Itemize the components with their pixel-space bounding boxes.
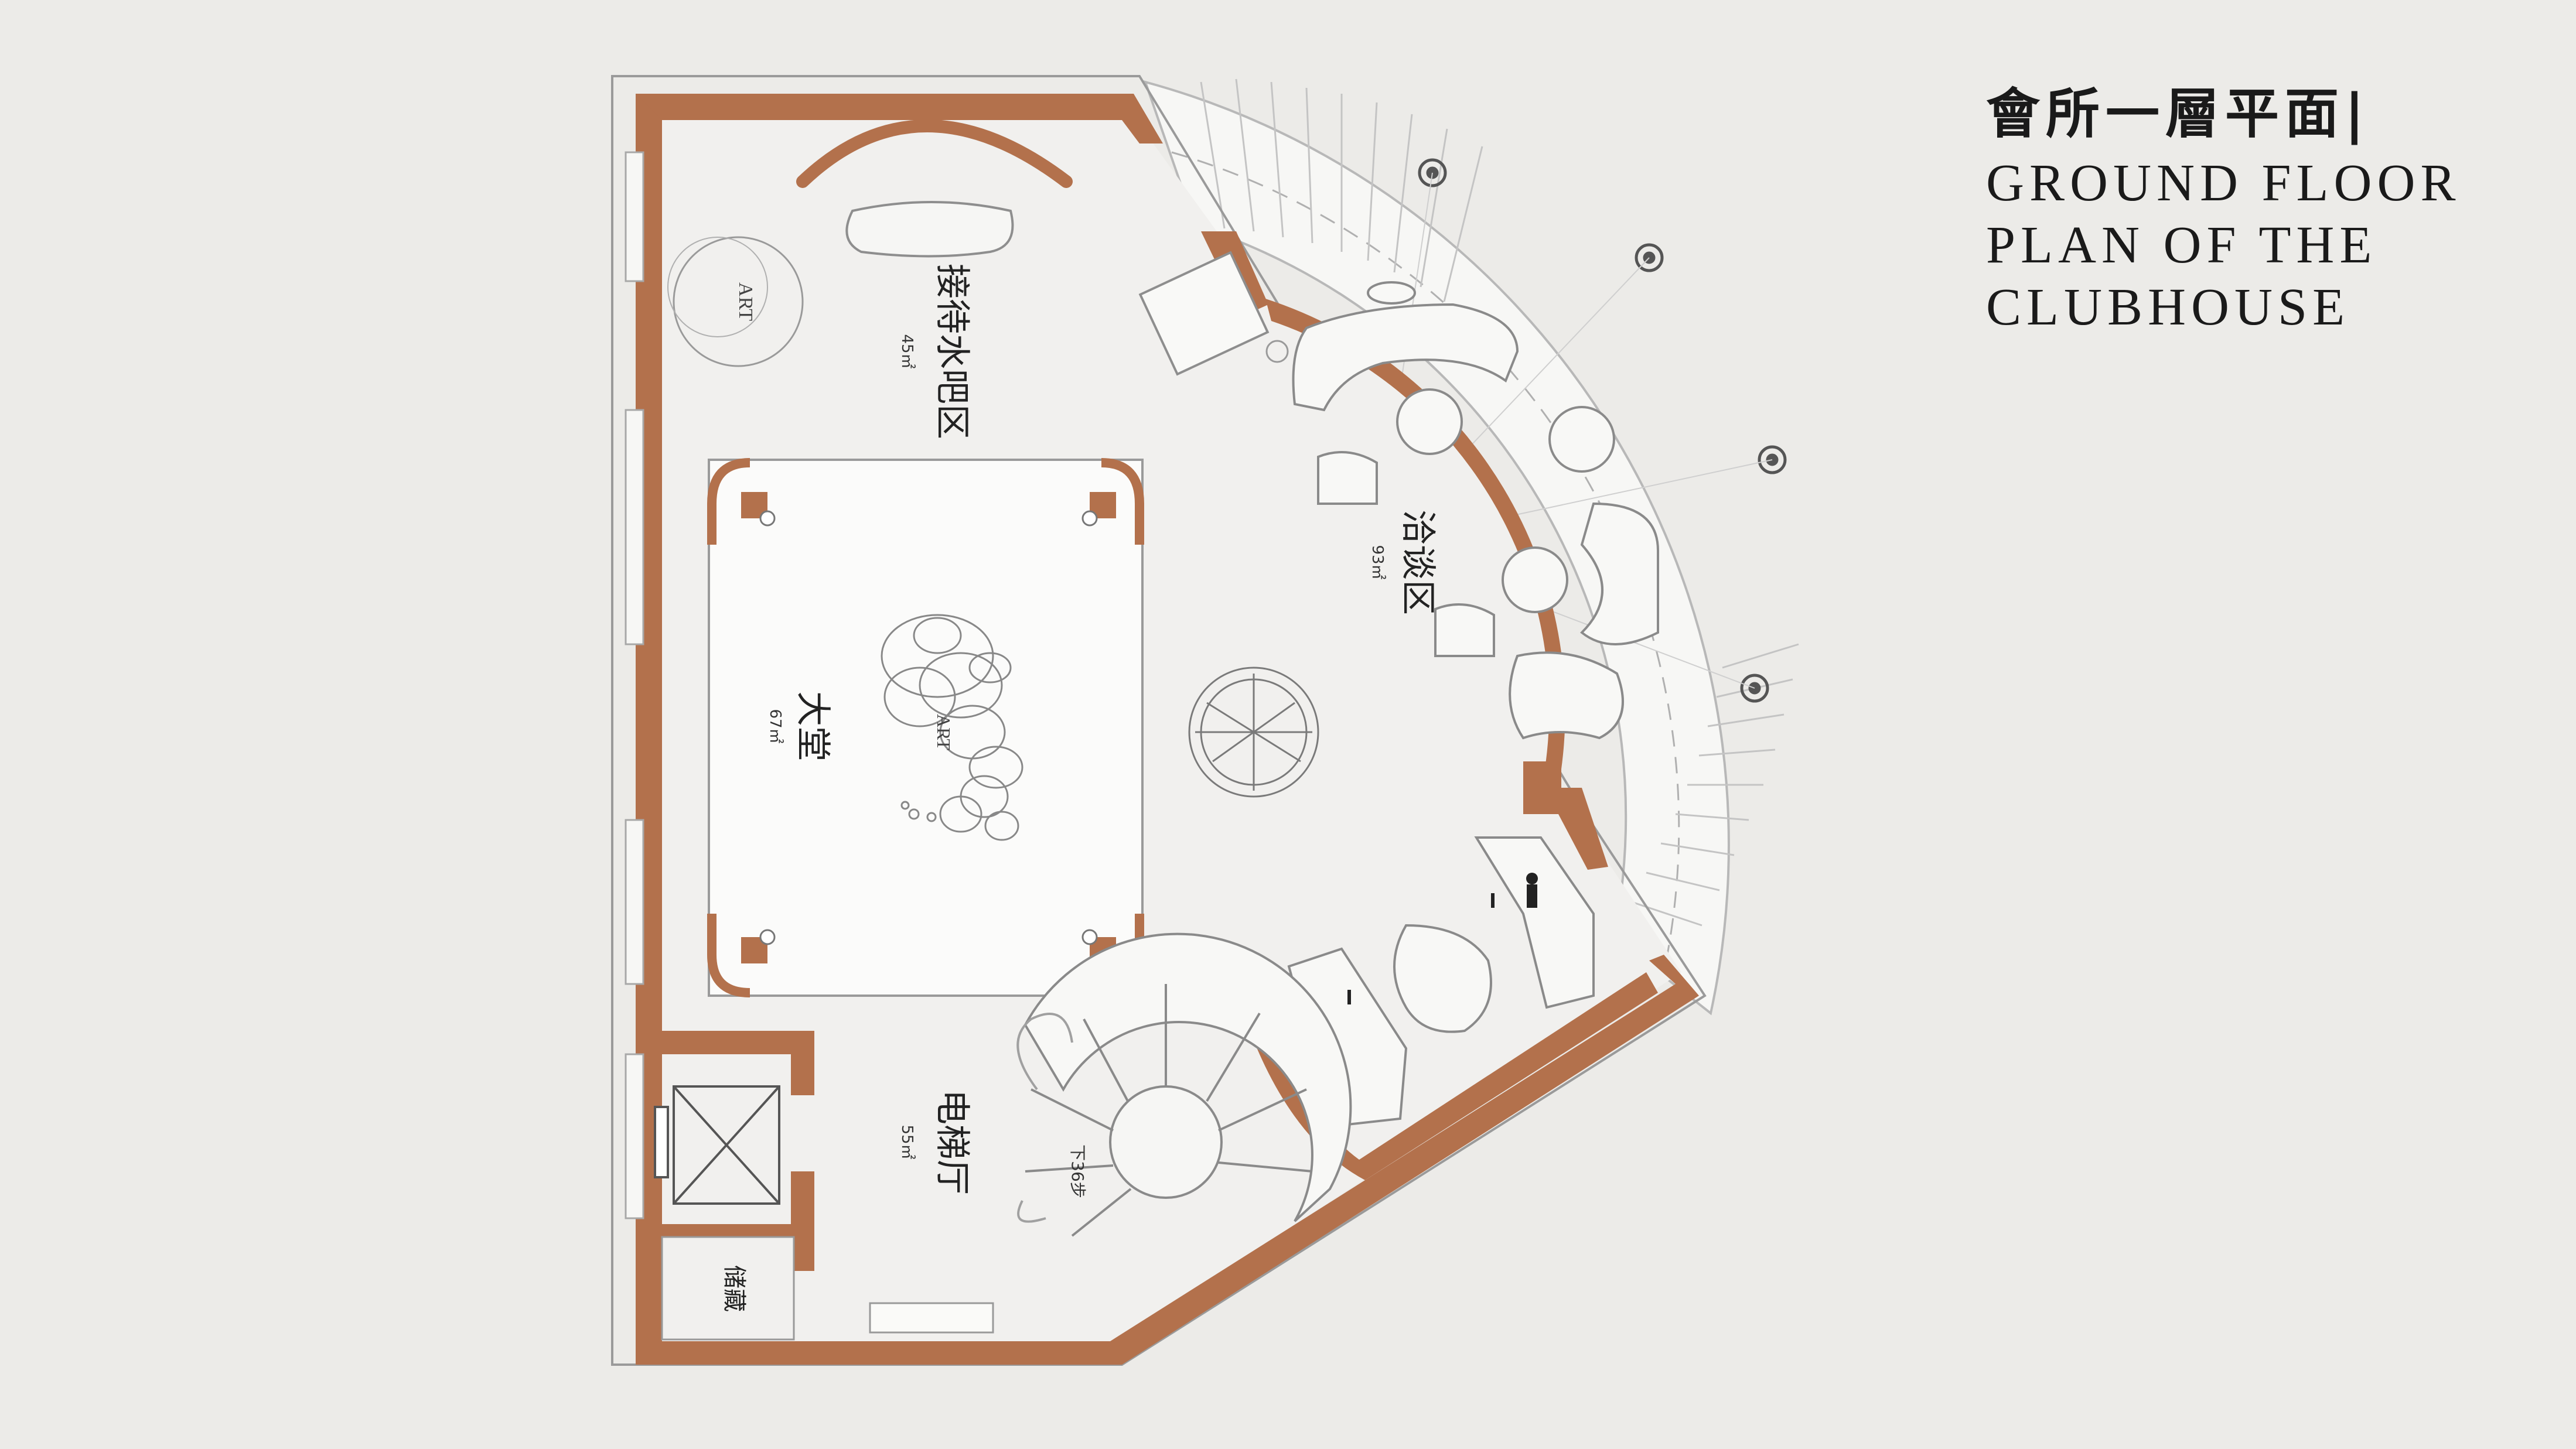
reception-entry-door: [1138, 251, 1289, 376]
stair-treads-top: [1200, 78, 1483, 302]
lounge-sofa-set: [1287, 836, 1595, 1126]
elevator-shaft: [654, 1085, 780, 1205]
title-english-line-2: PLAN OF THE: [1986, 216, 2377, 274]
storage-label: 储藏: [721, 1265, 748, 1312]
lounge-area: 93㎡: [1369, 545, 1386, 579]
elevator-hall-area: 55㎡: [898, 1125, 916, 1159]
reception-area: 45㎡: [898, 334, 916, 368]
stair-label: 下36步: [1068, 1144, 1087, 1198]
elevator-hall-name: 电梯厅: [932, 1089, 973, 1195]
plant: [1188, 667, 1319, 798]
lounge-name: 洽谈区: [1397, 510, 1438, 615]
reception-name: 接待水吧区: [932, 264, 973, 439]
art-label-lobby: ART: [933, 714, 954, 751]
art-label-reception: ART: [735, 282, 756, 321]
title-chinese: 會所一層平面|: [1986, 83, 2370, 145]
reception-art: ART: [667, 236, 804, 367]
room-labels: 接待水吧区 45㎡ 大堂 67㎡ 洽谈区 93㎡ 电梯厅 55㎡: [766, 264, 1438, 1195]
lobby-area: 67㎡: [766, 709, 784, 743]
terrace-columns: [1418, 158, 1787, 703]
storage-room: [661, 1236, 795, 1341]
title-english-line-3: CLUBHOUSE: [1986, 278, 2350, 336]
title-english-line-1: GROUND FLOOR: [1986, 154, 2461, 212]
left-windows: [625, 151, 644, 1219]
lobby-art-installation: [881, 614, 1023, 841]
lobby-name: 大堂: [792, 691, 833, 761]
hall-bench: [869, 1302, 994, 1334]
lounge-furniture: [1292, 281, 1659, 740]
title-block: 會所一層平面| GROUND FLOOR PLAN OF THE CLUBHOU…: [1986, 76, 2461, 339]
reception-bar: [796, 119, 1073, 258]
spiral-staircase: [1016, 932, 1352, 1237]
